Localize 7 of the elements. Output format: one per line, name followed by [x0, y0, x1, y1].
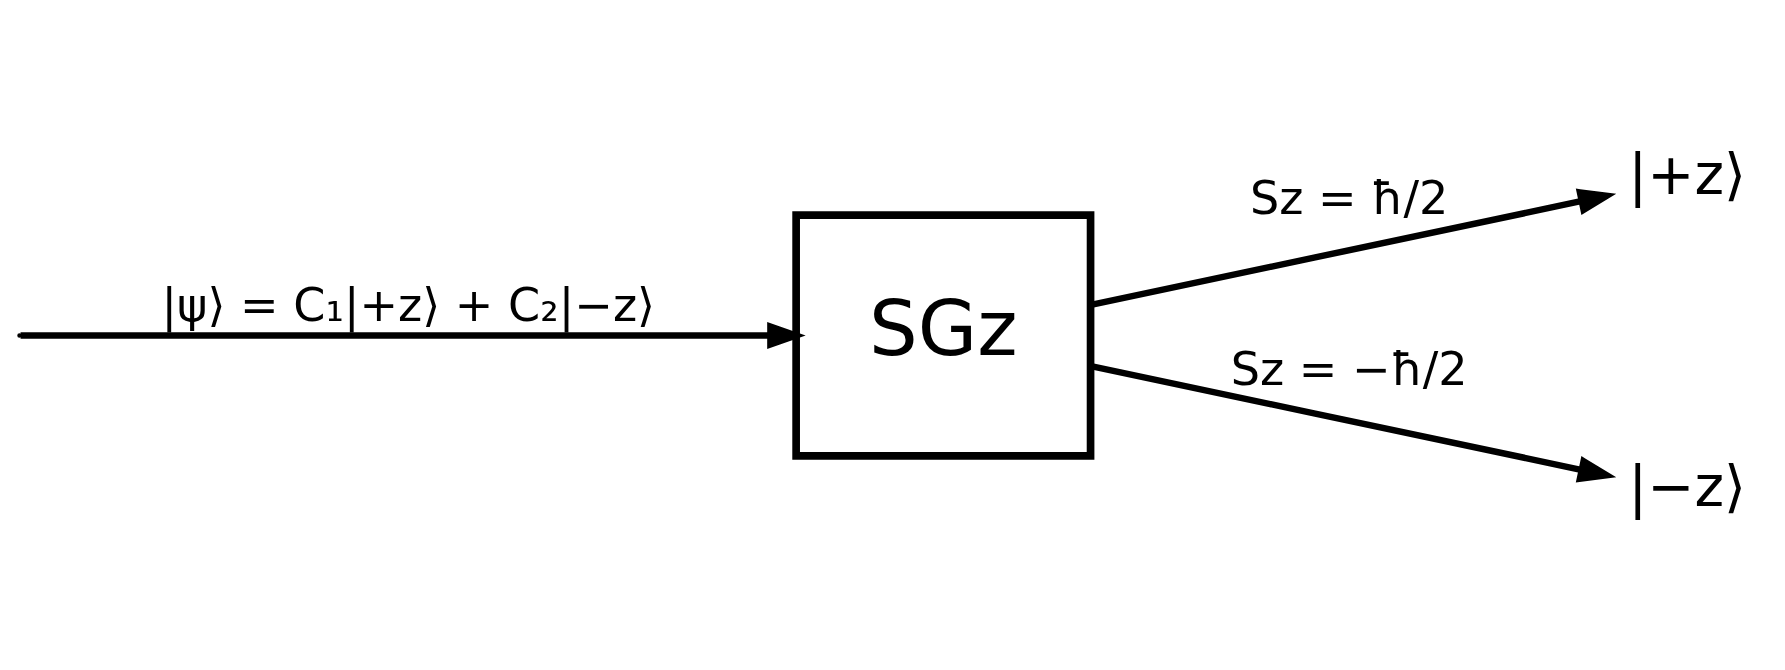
arrow [20, 321, 806, 349]
edge-label: |ψ⟩ = C₁|+z⟩ + C₂|−z⟩ [161, 277, 656, 332]
node-text: |−z⟩ [1628, 453, 1746, 519]
node-text: |+z⟩ [1628, 141, 1746, 207]
node-box: SGz [792, 210, 1095, 460]
edge-label: Sz = ħ/2 [1250, 170, 1449, 225]
edge-label: Sz = −ħ/2 [1230, 341, 1468, 396]
